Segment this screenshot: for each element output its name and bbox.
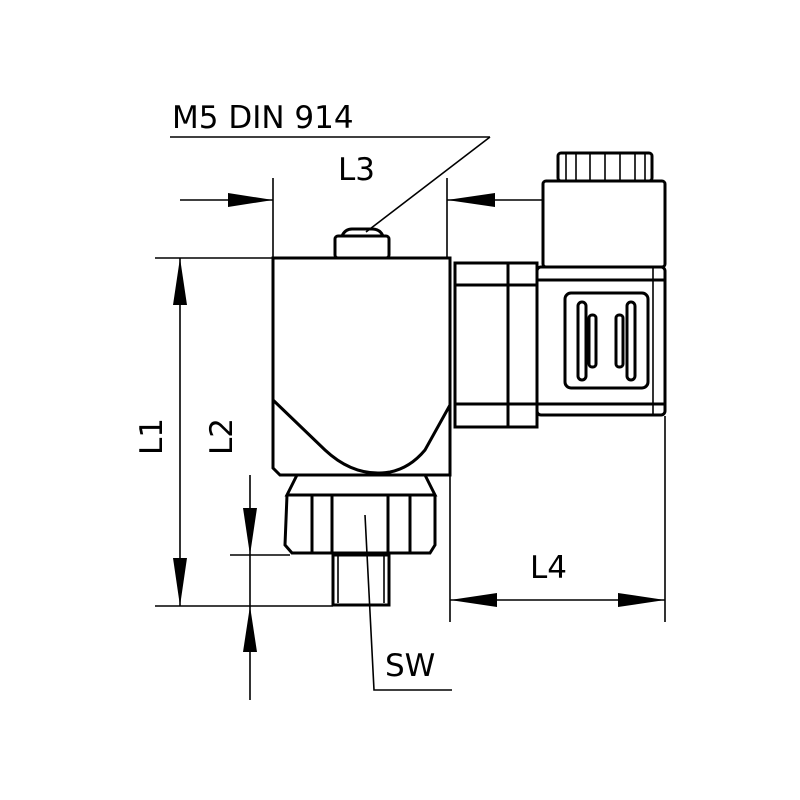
screw-label: M5 DIN 914: [172, 100, 354, 136]
l3-label: L3: [338, 152, 375, 188]
hex-nut: [283, 474, 438, 607]
l1-label: L1: [134, 418, 170, 455]
sw-label: SW: [385, 648, 435, 684]
connector-window: [563, 291, 650, 390]
dimension-l1: L1: [134, 257, 333, 607]
l4-label: L4: [530, 550, 567, 586]
dimension-l3: L3: [180, 152, 543, 258]
sw-callout: SW: [364, 514, 452, 691]
l2-label: L2: [204, 418, 240, 455]
sensor-body: [271, 227, 457, 477]
screw-callout: M5 DIN 914: [170, 100, 491, 233]
dimension-l2: L2: [204, 418, 290, 700]
plug-connector: [453, 151, 667, 429]
dimension-l4: L4: [449, 416, 666, 622]
